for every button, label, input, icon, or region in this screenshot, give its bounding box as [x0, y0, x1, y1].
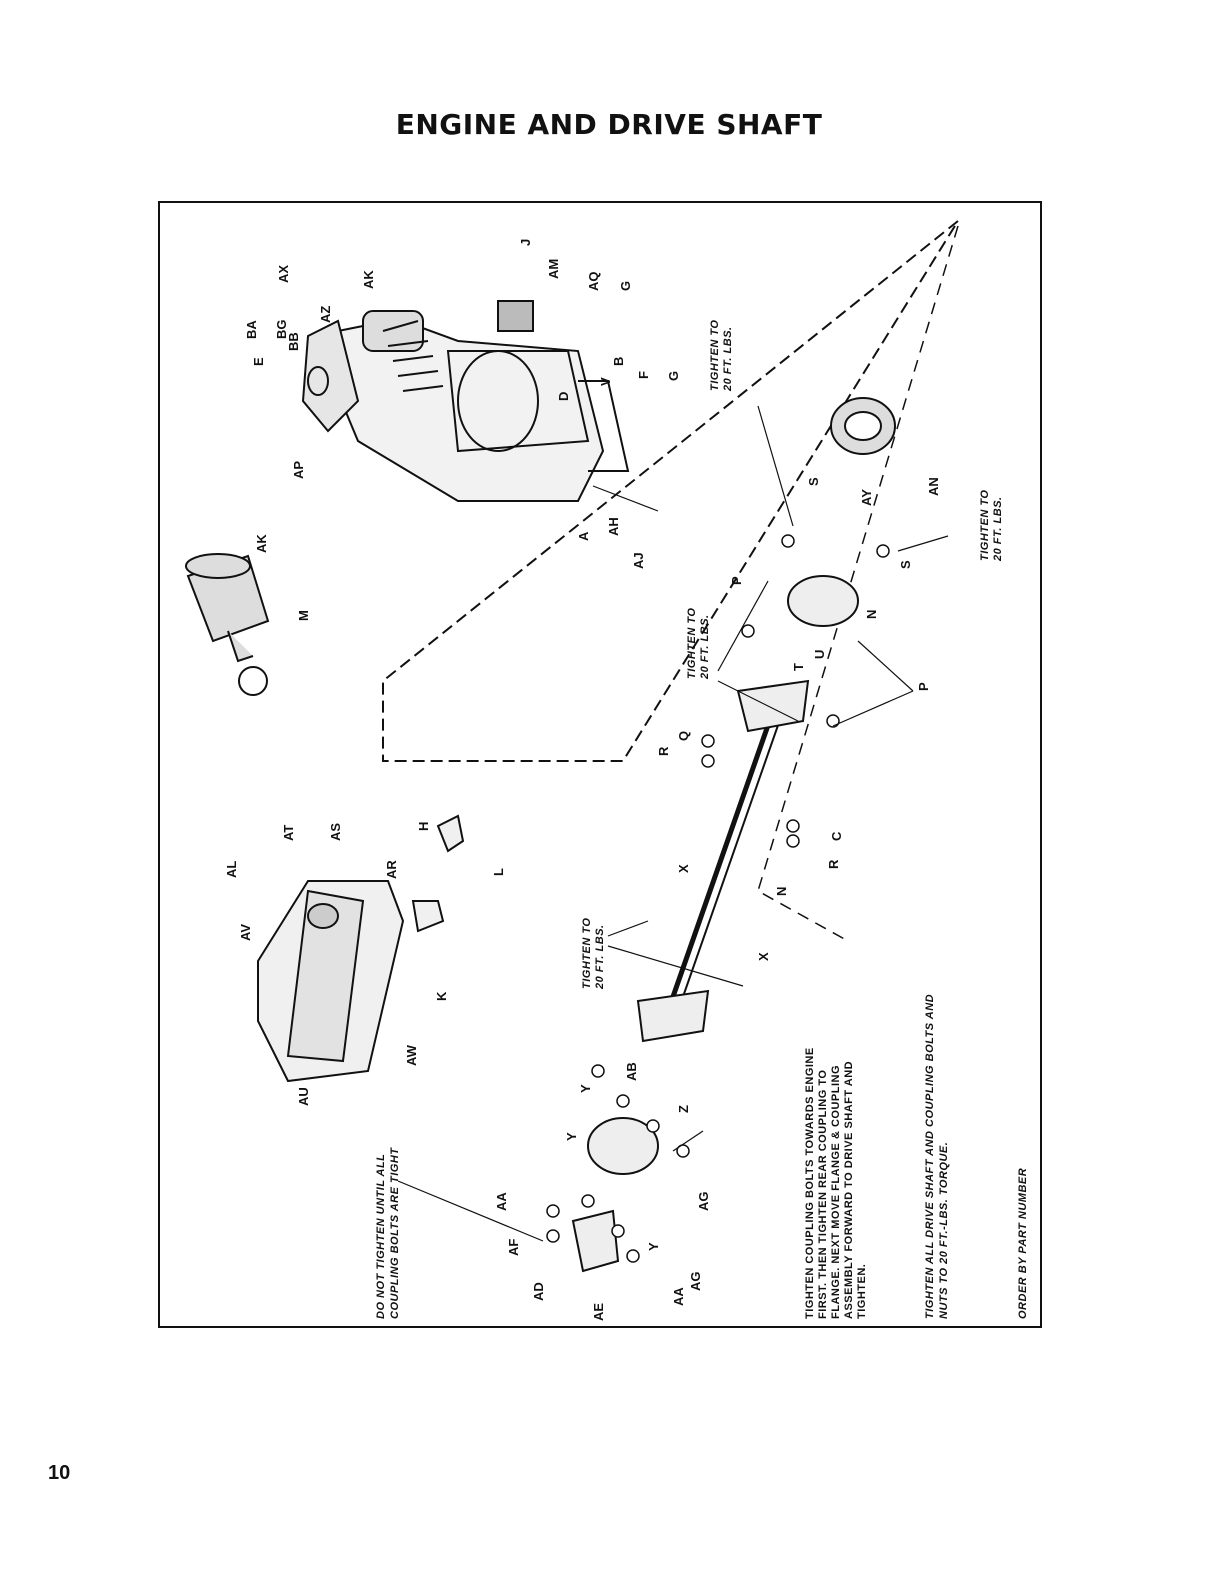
tighten-note-3a: TIGHTEN TO	[686, 608, 698, 679]
part-label: AY	[859, 489, 874, 506]
part-label: K	[434, 991, 449, 1001]
part-label: AF	[506, 1239, 521, 1256]
part-label: M	[296, 610, 311, 621]
part-label: F	[636, 371, 651, 379]
part-label: AR	[384, 860, 399, 879]
part-label: S	[806, 477, 821, 486]
drive-shaft	[636, 679, 810, 1043]
part-label: AV	[238, 924, 253, 941]
part-label: AN	[926, 477, 941, 496]
instruction-notes: DO NOT TIGHTEN UNTIL ALL COUPLING BOLTS …	[375, 994, 1029, 1319]
part-label: S	[898, 560, 913, 569]
part-label: AK	[254, 534, 269, 553]
part-label: AU	[296, 1087, 311, 1106]
part-label: AQ	[586, 272, 601, 292]
do-not-tighten-note-1: DO NOT TIGHTEN UNTIL ALL	[375, 1154, 387, 1319]
part-label: N	[774, 887, 789, 896]
coupling-note-3: FLANGE. NEXT MOVE FLANGE & COUPLING	[830, 1065, 842, 1319]
part-labels: AX AK BA BG BB E AZ J AM AQ G B V F G D …	[224, 239, 941, 1321]
frame-dashed-line	[757, 225, 959, 942]
engine-drive-shaft-diagram: AX AK BA BG BB E AZ J AM AQ G B V F G D …	[185, 220, 1029, 1321]
part-label: AD	[531, 1282, 546, 1301]
part-label: T	[791, 663, 806, 671]
part-label: G	[618, 281, 633, 291]
coupling-note-1: TIGHTEN COUPLING BOLTS TOWARDS ENGINE	[804, 1047, 816, 1319]
part-label: Q	[676, 731, 691, 741]
air-cleaner	[185, 553, 270, 696]
part-label: Y	[646, 1242, 661, 1251]
part-label: AP	[291, 461, 306, 479]
gas-tank	[257, 814, 465, 1083]
part-label: J	[518, 239, 533, 246]
tighten-note-1a: TIGHTEN TO	[709, 320, 721, 391]
part-label: P	[916, 682, 931, 691]
part-label: R	[656, 746, 671, 756]
leader-lines	[397, 405, 949, 1242]
part-label: AB	[624, 1062, 639, 1081]
part-label: B	[611, 357, 626, 366]
part-label: U	[812, 650, 827, 659]
part-label: Y	[578, 1084, 593, 1093]
tighten-note-3b: 20 FT. LBS.	[699, 614, 711, 680]
part-label: AE	[591, 1303, 606, 1321]
part-label: BG	[274, 320, 289, 340]
engine-dashed-panel	[382, 220, 959, 762]
diagram-frame	[158, 201, 1042, 1328]
tighten-all-note-1: TIGHTEN ALL DRIVE SHAFT AND COUPLING BOL…	[924, 994, 936, 1319]
do-not-tighten-note-2: COUPLING BOLTS ARE TIGHT	[389, 1147, 401, 1319]
tighten-note-4a: TIGHTEN TO	[581, 918, 593, 989]
part-label: P	[729, 576, 744, 585]
part-label: C	[829, 831, 844, 841]
part-label: AG	[696, 1192, 711, 1212]
part-label: AT	[281, 825, 296, 841]
part-label: AW	[404, 1044, 419, 1066]
page-number: 10	[48, 1462, 71, 1484]
part-label: L	[491, 868, 506, 876]
part-label: D	[556, 392, 571, 401]
part-label: AH	[606, 517, 621, 536]
page-title: ENGINE AND DRIVE SHAFT	[395, 108, 823, 141]
part-label: AK	[361, 270, 376, 289]
part-label: AM	[546, 259, 561, 279]
tighten-notes: TIGHTEN TO 20 FT. LBS. TIGHTEN TO 20 FT.…	[581, 320, 1004, 990]
coupling-note-2: FIRST. THEN TIGHTEN REAR COUPLING TO	[817, 1070, 829, 1319]
part-label: A	[576, 531, 591, 541]
part-label: H	[416, 822, 431, 831]
tighten-note-2a: TIGHTEN TO	[979, 490, 991, 561]
part-label: N	[864, 610, 879, 619]
part-label: AG	[688, 1272, 703, 1292]
tighten-note-1b: 20 FT. LBS.	[722, 326, 734, 392]
part-label: X	[676, 864, 691, 873]
coupling-note-4: ASSEMBLY FORWARD TO DRIVE SHAFT AND	[843, 1061, 855, 1319]
part-label: G	[666, 371, 681, 381]
part-label: BA	[244, 320, 259, 339]
engine-assembly	[301, 300, 630, 502]
part-label: BB	[286, 332, 301, 351]
coupling-note-5: TIGHTEN.	[856, 1264, 868, 1319]
part-label: AJ	[631, 552, 646, 569]
tighten-all-note-2: NUTS TO 20 FT.-LBS. TORQUE.	[938, 1142, 950, 1319]
hardware-parts	[546, 534, 890, 1263]
part-label: AA	[671, 1287, 686, 1306]
part-label: AA	[494, 1192, 509, 1211]
part-label: R	[826, 859, 841, 869]
part-label: AX	[276, 265, 291, 283]
part-label: AL	[224, 861, 239, 878]
order-by-part-number-note: ORDER BY PART NUMBER	[1017, 1168, 1029, 1319]
part-label: V	[598, 377, 613, 386]
part-label: AZ	[318, 306, 333, 323]
part-label: X	[756, 952, 771, 961]
tighten-note-4b: 20 FT. LBS.	[594, 924, 606, 990]
tighten-note-2b: 20 FT. LBS.	[992, 496, 1004, 562]
part-label: Z	[676, 1105, 691, 1113]
part-label: E	[251, 357, 266, 366]
part-label: Y	[564, 1132, 579, 1141]
coupling-plates	[571, 397, 896, 1273]
part-label: AS	[328, 823, 343, 841]
